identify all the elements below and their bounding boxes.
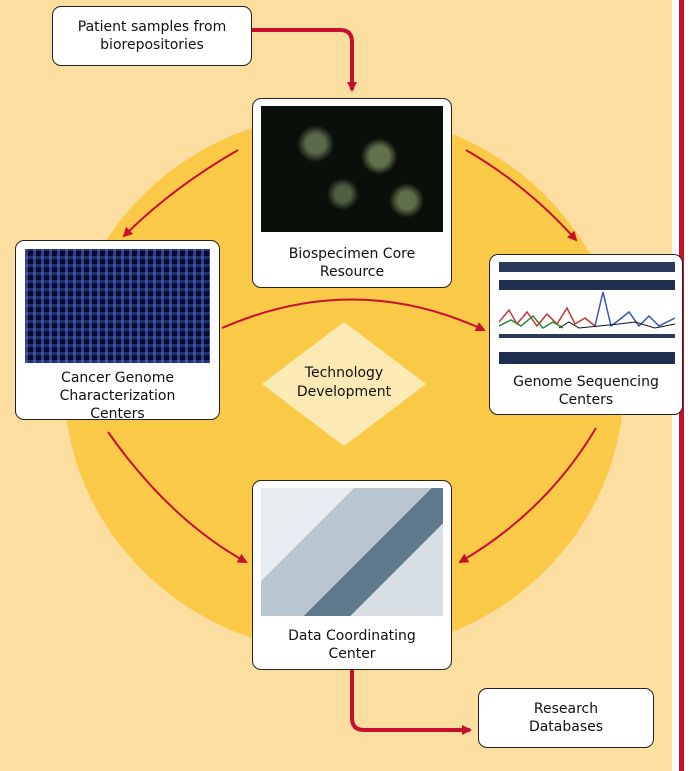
- arrow-characterization-to-data: [107, 431, 248, 563]
- technology-diamond: [262, 322, 426, 446]
- technology-development-label: Technology Development: [296, 365, 392, 400]
- sequencing-label: Genome Sequencing Centers: [513, 374, 659, 408]
- arrow-biospecimen-to-characterization: [122, 149, 239, 238]
- biospecimen-box: Biospecimen Core Resource: [252, 98, 452, 288]
- characterization-label: Cancer Genome Characterization Centers: [59, 370, 176, 422]
- characterization-box: Cancer Genome Characterization Centers: [15, 240, 220, 422]
- sequence-chromatogram: [499, 262, 675, 364]
- data-center-image: [261, 488, 443, 616]
- sequencing-box: Genome Sequencing Centers: [489, 254, 683, 415]
- patient-samples-box: Patient samples from biorepositories: [52, 6, 252, 66]
- sequencing-trace-image: [499, 262, 675, 368]
- arrow-samples-to-biospecimen: [250, 28, 357, 92]
- research-databases-box: Research Databases: [478, 688, 654, 748]
- biospecimen-label: Biospecimen Core Resource: [288, 246, 416, 280]
- arrow-biospecimen-to-sequencing: [465, 149, 578, 242]
- research-databases-label: Research Databases: [528, 701, 604, 735]
- arrow-data-to-research: [350, 670, 472, 735]
- microarray-image: [25, 249, 210, 363]
- arrow-sequencing-to-data: [458, 427, 597, 564]
- data-coordinating-box: Data Coordinating Center: [252, 480, 452, 670]
- cell-culture-image: [261, 106, 443, 232]
- arrow-characterization-to-sequencing: [221, 298, 486, 332]
- data-coordinating-label: Data Coordinating Center: [288, 628, 416, 662]
- patient-samples-label: Patient samples from biorepositories: [77, 19, 227, 53]
